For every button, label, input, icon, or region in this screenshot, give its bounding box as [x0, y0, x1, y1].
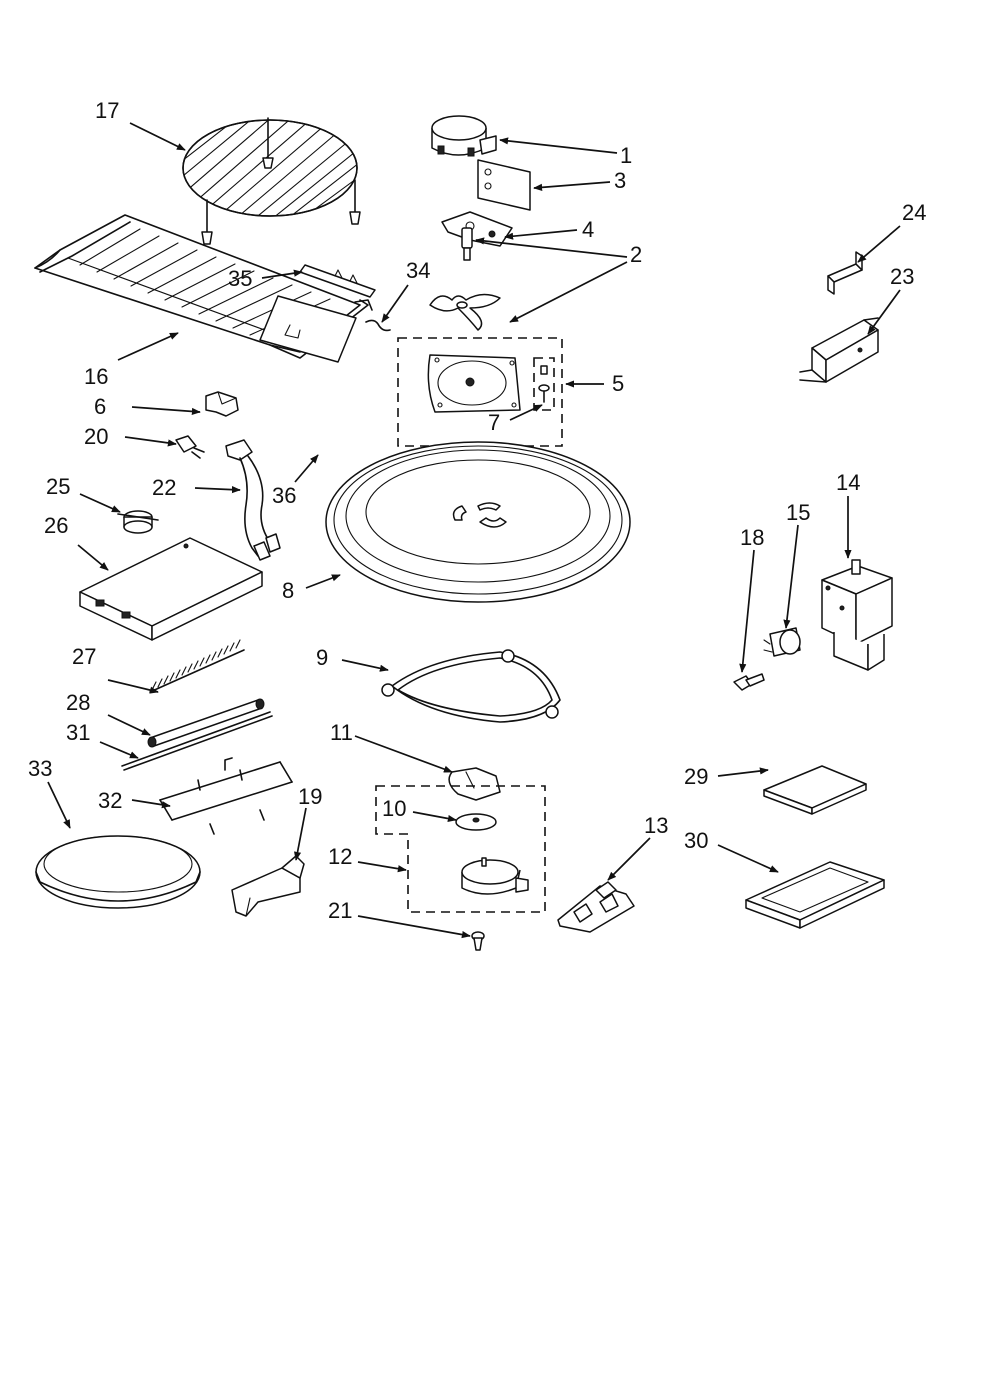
label-34: 34 — [406, 258, 430, 283]
label-35: 35 — [228, 266, 252, 291]
fan-blade-part — [429, 227, 501, 331]
round-pan-part — [35, 835, 201, 909]
label-23: 23 — [890, 264, 914, 289]
handle-part — [231, 855, 305, 917]
heater-cover-part — [79, 537, 263, 641]
sheet-part — [259, 295, 357, 363]
washer-part — [455, 813, 497, 831]
label-2: 2 — [630, 242, 642, 267]
label-25: 25 — [46, 474, 70, 499]
label-4: 4 — [582, 217, 594, 242]
wire-bracket-part — [159, 757, 293, 835]
thermostat-part — [117, 510, 159, 534]
label-13: 13 — [644, 813, 668, 838]
cutout-part — [763, 627, 801, 657]
rod-part — [121, 711, 273, 771]
small-bracket-part — [827, 251, 863, 295]
motor-part — [431, 115, 497, 157]
magnetron-part — [821, 559, 893, 671]
turntable-motor-assembly-part — [375, 785, 546, 913]
quartz-tube-part — [147, 698, 265, 748]
label-18: 18 — [740, 525, 764, 550]
filter-frame-part — [745, 861, 885, 929]
switch-bracket-part — [557, 881, 635, 933]
screw-21-part — [471, 931, 485, 951]
label-28: 28 — [66, 690, 90, 715]
label-1: 1 — [620, 143, 632, 168]
label-12: 12 — [328, 844, 352, 869]
screw-7-part — [538, 365, 550, 403]
label-19: 19 — [298, 784, 322, 809]
clip-part — [205, 391, 239, 417]
turntable-motor-part — [461, 857, 529, 895]
leader-lines — [47, 122, 901, 939]
label-22: 22 — [152, 475, 176, 500]
label-30: 30 — [684, 828, 708, 853]
round-rack-part — [182, 117, 361, 245]
label-9: 9 — [316, 645, 328, 670]
label-20: 20 — [84, 424, 108, 449]
label-26: 26 — [44, 513, 68, 538]
label-7: 7 — [488, 410, 500, 435]
label-36: 36 — [272, 483, 296, 508]
plate-part — [477, 159, 531, 211]
label-27: 27 — [72, 644, 96, 669]
label-3: 3 — [614, 168, 626, 193]
label-21: 21 — [328, 898, 352, 923]
label-10: 10 — [382, 796, 406, 821]
label-15: 15 — [786, 500, 810, 525]
label-31: 31 — [66, 720, 90, 745]
label-5: 5 — [612, 371, 624, 396]
coupler-part — [448, 767, 501, 801]
filter-pad-part — [763, 765, 867, 815]
label-17: 17 — [95, 98, 119, 123]
turntable-tray-part — [325, 441, 631, 603]
wire-harness-part — [225, 439, 281, 561]
label-11: 11 — [330, 720, 353, 745]
roller-ring-part — [381, 649, 561, 723]
label-29: 29 — [684, 764, 708, 789]
rectangular-rack-part — [34, 214, 373, 359]
label-33: 33 — [28, 756, 52, 781]
part-number-labels: 1 2 3 4 5 6 7 8 9 10 11 12 13 14 15 16 1… — [28, 98, 926, 923]
label-24: 24 — [902, 200, 926, 225]
hook-part — [365, 319, 391, 332]
screw-18-part — [733, 673, 765, 691]
label-8: 8 — [282, 578, 294, 603]
heater-element-part — [149, 639, 245, 693]
bracket-23-part — [799, 317, 879, 383]
label-6: 6 — [94, 394, 106, 419]
label-14: 14 — [836, 470, 860, 495]
mount-assembly-part — [397, 337, 563, 447]
label-32: 32 — [98, 788, 122, 813]
label-16: 16 — [84, 364, 108, 389]
bracket-part — [441, 211, 513, 247]
fuse-part — [175, 435, 205, 459]
